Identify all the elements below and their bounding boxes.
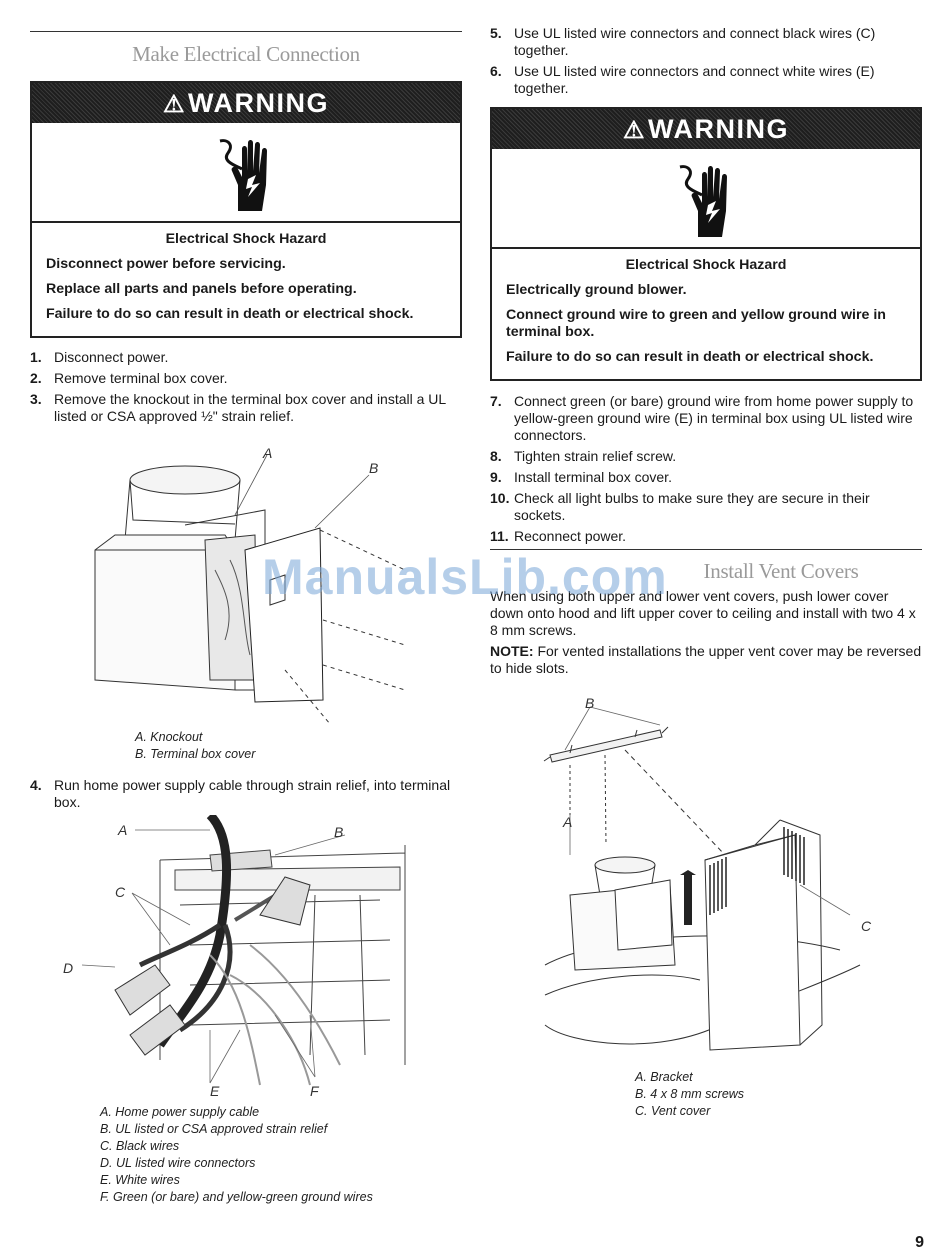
figure-vent-cover: B A C [540,695,880,1065]
caption-line: D. UL listed wire connectors [100,1156,256,1170]
warning-line: Failure to do so can result in death or … [46,306,414,322]
caption-line: C. Vent cover [635,1104,711,1118]
section-title-electrical: Make Electrical Connection [132,42,360,66]
list-item: 8.Tighten strain relief screw. [490,448,677,464]
right-column: 5.Use UL listed wire connectors and conn… [490,0,922,677]
section-rule [490,549,922,550]
list-item: 5.Use UL listed wire connectors and conn… [490,25,876,58]
electrical-shock-hand-icon [32,123,460,223]
list-item: 4.Run home power supply cable through st… [30,777,451,810]
caption-line: A. Home power supply cable [100,1105,260,1119]
caption-line: B. Terminal box cover [135,747,256,761]
steps-list-4: 7.Connect green (or bare) ground wire fr… [490,393,922,545]
warning-hazard: Electrical Shock Hazard [625,257,787,273]
list-item: 10.Check all light bulbs to make sure th… [490,490,870,523]
warning-line: Connect ground wire to green and yellow … [506,307,886,340]
note-label: NOTE: [490,643,534,659]
list-item: 11.Reconnect power. [490,528,627,544]
warning-box-right: ⚠WARNING Electrical Shock Hazard Electri… [490,107,922,381]
vent-cover-drawing [543,706,861,1051]
warning-box-left: ⚠WARNING Electrical Shock Hazard Disconn… [30,81,462,338]
warning-title: WARNING [188,88,329,118]
wiring-drawing [81,811,406,1086]
left-column: Make Electrical Connection ⚠WARNING Elec… [30,0,462,429]
figure-label: B [334,824,344,840]
caption-line: F. Green (or bare) and yellow-green grou… [100,1190,373,1204]
warning-header: ⚠WARNING [32,83,460,123]
list-item: 9.Install terminal box cover. [490,469,672,485]
figure-label: B [369,460,379,476]
caption-line: A. Knockout [135,730,203,744]
warning-body: Electrical Shock Hazard Disconnect power… [32,223,460,333]
steps-list-3: 5.Use UL listed wire connectors and conn… [490,25,922,97]
section-rule [30,31,462,32]
warning-body: Electrical Shock Hazard Electrically gro… [492,249,920,376]
list-item: 3.Remove the knockout in the terminal bo… [30,391,446,424]
vent-cover-paragraph: When using both upper and lower vent cov… [490,588,916,638]
caption-line: B. 4 x 8 mm screws [635,1087,745,1101]
caption-line: C. Black wires [100,1139,180,1153]
warning-triangle-icon: ⚠ [162,91,186,118]
figure-label: A [563,814,573,830]
figure-label: A [118,822,128,838]
list-item: 6.Use UL listed wire connectors and conn… [490,63,875,96]
watermark: ManualsLib.com [262,549,668,605]
figure-label: C [861,918,872,934]
figure-terminal-box: A B [85,440,425,731]
figure-wiring: A B C D E F [60,811,440,1100]
warning-line: Replace all parts and panels before oper… [46,281,357,297]
electrical-shock-hand-icon [492,149,920,249]
figure-label: A [263,445,273,461]
terminal-box-drawing [94,454,406,731]
list-item: 2.Remove terminal box cover. [30,370,228,386]
warning-hazard: Electrical Shock Hazard [165,231,327,247]
caption-line: A. Bracket [635,1070,693,1084]
warning-line: Electrically ground blower. [506,282,687,298]
figure-label: C [115,884,126,900]
figure-label: D [63,960,74,976]
figure-label: B [585,695,595,711]
caption-line: B. UL listed or CSA approved strain reli… [100,1122,328,1136]
note-text: For vented installations the upper vent … [490,643,922,676]
warning-line: Disconnect power before servicing. [46,256,286,272]
steps-list-2: 4.Run home power supply cable through st… [30,777,462,815]
warning-title: WARNING [648,114,789,144]
figure-caption-2: A. Home power supply cable B. UL listed … [100,1104,373,1206]
figure-label: E [210,1083,220,1099]
note-paragraph: NOTE: For vented installations the upper… [490,643,922,677]
warning-header: ⚠WARNING [492,109,920,149]
list-item: 1.Disconnect power. [30,349,169,365]
steps-list-1: 1.Disconnect power. 2.Remove terminal bo… [30,349,462,425]
section-title-vent-covers: Install Vent Covers [703,559,859,583]
figure-label: F [310,1083,319,1099]
warning-triangle-icon: ⚠ [622,117,646,144]
figure-caption-1: A. Knockout B. Terminal box cover [135,729,255,763]
caption-line: E. White wires [100,1173,180,1187]
list-item: 7.Connect green (or bare) ground wire fr… [490,393,914,443]
figure-caption-3: A. Bracket B. 4 x 8 mm screws C. Vent co… [635,1069,744,1120]
warning-line: Failure to do so can result in death or … [506,349,874,365]
page-number: 9 [915,1234,924,1250]
